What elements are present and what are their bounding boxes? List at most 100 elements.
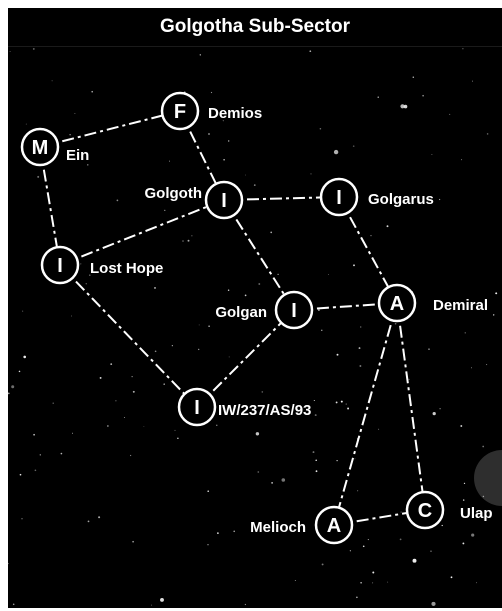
- star: [100, 377, 102, 379]
- star: [359, 347, 361, 349]
- star: [460, 425, 462, 427]
- star: [433, 412, 436, 415]
- star: [208, 133, 210, 135]
- route-losthope-golgoth: [60, 200, 224, 265]
- star: [182, 240, 184, 242]
- star: [430, 550, 431, 551]
- star: [295, 580, 296, 581]
- route-demiral-melioch: [334, 303, 397, 525]
- system-class-letter: I: [336, 187, 342, 209]
- star: [372, 572, 374, 574]
- star: [223, 159, 225, 161]
- star: [355, 458, 356, 459]
- star: [172, 345, 173, 346]
- star: [422, 95, 424, 97]
- star: [400, 539, 402, 541]
- star: [461, 159, 462, 160]
- system-class-letter: A: [390, 293, 404, 315]
- star: [13, 604, 15, 606]
- star: [463, 499, 464, 500]
- star: [282, 478, 286, 482]
- star: [471, 534, 474, 537]
- star: [228, 289, 229, 290]
- star: [199, 324, 200, 325]
- star: [74, 113, 75, 114]
- route-losthope-iw237: [60, 265, 197, 407]
- route-ein-demios: [40, 111, 180, 147]
- star: [472, 81, 473, 82]
- system-name-label: Golgarus: [368, 191, 434, 208]
- route-golgoth-golgan: [224, 200, 294, 310]
- star: [169, 161, 170, 162]
- star: [40, 454, 41, 455]
- star: [336, 460, 337, 461]
- system-name-label: Ein: [66, 147, 89, 164]
- star: [449, 114, 450, 115]
- star: [363, 545, 365, 547]
- star: [257, 471, 259, 473]
- system-class-letter: I: [291, 300, 297, 322]
- star: [245, 295, 247, 297]
- star: [228, 140, 229, 141]
- star: [310, 173, 311, 174]
- system-node-ein: M Ein: [22, 129, 89, 165]
- star: [462, 48, 463, 49]
- star: [8, 563, 9, 564]
- star: [21, 518, 22, 519]
- star: [261, 391, 263, 393]
- map-title: Golgotha Sub-Sector: [8, 8, 502, 47]
- star: [88, 521, 90, 523]
- star: [130, 455, 131, 456]
- system-class-letter: F: [174, 101, 186, 123]
- star: [115, 400, 116, 401]
- star: [245, 175, 246, 176]
- star: [91, 91, 93, 93]
- star: [356, 596, 358, 598]
- star: [316, 470, 318, 472]
- star: [322, 563, 324, 565]
- star: [309, 50, 311, 52]
- star: [11, 385, 14, 388]
- route-demiral-ulap: [397, 303, 425, 510]
- star: [23, 356, 26, 359]
- star: [353, 264, 355, 266]
- star: [144, 426, 145, 427]
- star: [313, 451, 315, 453]
- star: [245, 604, 246, 605]
- star: [334, 150, 338, 154]
- system-name-label: Lost Hope: [90, 260, 163, 277]
- star: [8, 393, 10, 395]
- star: [61, 453, 63, 455]
- system-class-letter: A: [327, 515, 341, 537]
- star: [217, 532, 219, 534]
- star: [117, 200, 119, 202]
- star: [211, 92, 212, 93]
- star: [200, 54, 201, 55]
- star: [321, 330, 322, 331]
- star: [133, 391, 135, 393]
- system-node-ulap: CUlap: [407, 492, 493, 528]
- star: [428, 348, 429, 349]
- star: [124, 417, 125, 418]
- star: [409, 379, 410, 380]
- star: [19, 371, 21, 373]
- star: [191, 235, 192, 236]
- star: [132, 376, 133, 377]
- star: [368, 539, 369, 540]
- star: [360, 582, 362, 584]
- star: [164, 210, 165, 211]
- star: [360, 327, 361, 328]
- system-name-label: Melioch: [250, 519, 306, 536]
- system-class-letter: M: [32, 137, 49, 159]
- star: [110, 363, 112, 365]
- star: [336, 401, 338, 403]
- star: [387, 225, 389, 227]
- star: [378, 97, 379, 98]
- system-name-label: Demios: [208, 105, 262, 122]
- star: [53, 403, 54, 404]
- star: [98, 516, 100, 518]
- star: [198, 349, 199, 350]
